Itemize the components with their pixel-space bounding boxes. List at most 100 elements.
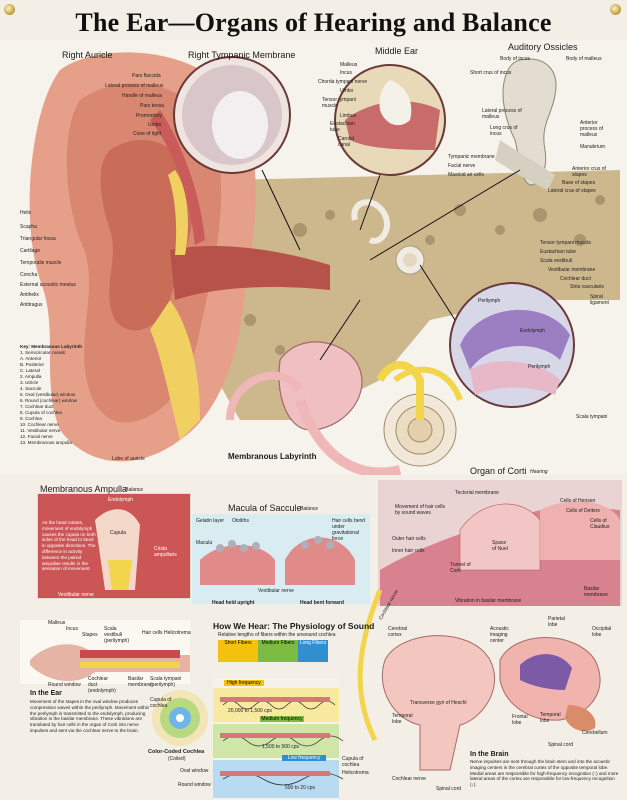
label-stria-vascularis: Stria vascularis [570, 284, 604, 290]
label-balance-2: Balance [300, 506, 319, 512]
heading-macula-of-saccule: Macula of Saccule [228, 503, 302, 513]
band-name: Medium frequency [261, 716, 303, 722]
label-malleus: Malleus [340, 62, 358, 68]
band-low: Low frequency [282, 755, 326, 761]
column-short-fibers: Short Fibers [218, 640, 258, 662]
heading-in-the-ear: In the Ear [30, 690, 62, 697]
column-label: Medium Fibers [261, 640, 295, 646]
label-perilymph-1: Perilymph [478, 298, 501, 304]
label-limbus: Limbus [340, 113, 357, 119]
heading-right-auricle: Right Auricle [62, 50, 113, 60]
label-cells-of-claudius: Cells of Claudius [590, 518, 610, 530]
band-name: Low frequency [287, 755, 321, 761]
label-tympanic-membrane: Tympanic membrane [448, 154, 495, 160]
label-helix: Helix [20, 210, 32, 216]
label-tensor-tympani-muscle: Tensor tympani muscle [540, 240, 592, 246]
label-phys-round-window-2: Round window [178, 782, 211, 788]
label-phys-round-window: Round window [48, 682, 81, 688]
label-phys-cochlear-duct: Cochlear duct (endolymph) [88, 676, 116, 694]
heading-membranous-ampulla: Membranous Ampulla [40, 484, 128, 494]
label-phys-cupula: Cupula of cochlea [150, 697, 172, 709]
label-long-crus-incus: Long crus of incus [490, 125, 518, 137]
label-otoliths: Otoliths [232, 518, 249, 524]
key-item: 5. Oval (vestibular) window [20, 392, 76, 397]
label-spinal-cord-2: Spinal cord [548, 742, 574, 748]
key-item: C. Lateral [20, 368, 40, 373]
label-head-forward: Head bent forward [300, 600, 344, 606]
label-endolymph-ampulla: Endolymph [108, 497, 134, 503]
band-low-range: 500 to 20 cps [285, 785, 316, 791]
key-item: A. Anterior [20, 356, 42, 361]
label-frontal-lobe: Frontal lobe [512, 714, 528, 726]
label-balance: Balance [125, 487, 144, 493]
key-item: 10. Cochlear nerve [20, 422, 59, 427]
key-item: 4. Saccule [20, 386, 42, 391]
label-phys-scala-tympani: Scala tympani (perilymph) [150, 676, 182, 688]
label-phys-helicotrema-2: Helicotrema [342, 770, 369, 776]
column-label: Short Fibers [224, 640, 252, 646]
label-short-crus-incus: Short crus of incus [470, 70, 512, 76]
label-umbo: Umbo [148, 122, 162, 128]
heading-auditory-ossicles: Auditory Ossicles [508, 42, 578, 52]
label-external-acoustic-meatus: External acoustic meatus [20, 282, 76, 288]
label-phys-hair-cells: Hair cells [142, 630, 163, 636]
label-incus: Incus [340, 70, 352, 76]
label-vestibular-membrane: Vestibular membrane [548, 267, 596, 273]
pin-icon [610, 4, 621, 15]
label-scala-vestibuli: Scala vestibuli [540, 258, 572, 264]
poster-title: The Ear—Organs of Hearing and Balance [75, 8, 552, 37]
label-anterior-crus-stapes: Anterior crus of stapes [572, 166, 606, 178]
band-medium: Medium frequency [260, 716, 304, 722]
label-phys-scala-vestibuli: Scala vestibuli (perilymph) [104, 626, 130, 644]
label-base-of-stapes: Base of stapes [562, 180, 596, 186]
in-ear-description: Movement of the stapes in the oval windo… [30, 699, 150, 733]
label-anterior-process-malleus: Anterior process of malleus [580, 120, 604, 138]
label-acoustic-imaging: Acoustic imaging center [490, 626, 509, 644]
label-lateral-crus-stapes: Lateral crus of stapes [548, 188, 596, 194]
label-movement-hair-cells: Movement of hair cells by sound waves [395, 504, 446, 516]
label-vestibular-nerve-macula: Vestibular nerve [258, 588, 294, 594]
label-color-coded-cochlea: Color-Coded Cochlea [148, 749, 205, 755]
label-cupula: Cupula [110, 530, 126, 536]
label-phys-helicotrema: Helicotrema [164, 630, 191, 636]
key-item: 13. Membranous ampulla [20, 440, 72, 445]
label-endolymph: Endolymph [520, 328, 546, 334]
key-item: 3. Utricle [20, 380, 39, 385]
key-item: 11. Vestibular nerve [20, 428, 61, 433]
key-item: 6. Round (cochlear) window [20, 398, 77, 403]
label-phys-basilar: Basilar membrane [128, 676, 152, 688]
label-umbo-2: Umbo [340, 88, 354, 94]
heading-membranous-labyrinth: Membranous Labyrinth [228, 452, 317, 461]
key-item: 8. Cupula of cochlea [20, 410, 62, 415]
label-tectorial-membrane: Tectorial membrane [455, 490, 499, 496]
label-transverse-gyri: Transverse gyri of Heschl [410, 700, 467, 706]
label-phys-oval-window: Oval window [180, 768, 209, 774]
label-hair-cells-bend: Hair cells bend under gravitational forc… [332, 518, 366, 542]
pin-icon [4, 4, 15, 15]
label-parietal-lobe: Parietal lobe [548, 616, 565, 628]
label-head-upright: Head held upright [212, 600, 255, 606]
label-tensor-tympani: Tensor tympani muscle [322, 97, 356, 109]
label-cochlear-duct: Cochlear duct [560, 276, 591, 282]
label-occipital-lobe: Occipital lobe [592, 626, 612, 638]
heading-tympanic-membrane: Right Tympanic Membrane [188, 50, 296, 60]
label-cartilage: Cartilage [20, 248, 41, 254]
label-cells-of-hensen: Cells of Hensen [560, 498, 596, 504]
heading-how-we-hear: How We Hear: The Physiology of Sound [213, 621, 375, 631]
label-lateral-process-malleus-2: Lateral process of malleus [482, 108, 522, 120]
column-label: Long Fibers [299, 640, 327, 646]
label-body-of-incus: Body of incus [500, 56, 531, 62]
label-chorda-tympani: Chorda tympani nerve [318, 79, 368, 85]
label-coiled: (Coiled) [168, 756, 186, 762]
key-item: 2. Ampulla [20, 374, 42, 379]
label-temporal-lobe-1: Temporal lobe [392, 713, 413, 725]
band-medium-range: 1,500 to 500 cps [262, 744, 299, 750]
heading-middle-ear: Middle Ear [375, 46, 419, 56]
label-cerebral-cortex: Cerebral cortex [388, 626, 408, 638]
label-promontory: Promontory [136, 113, 162, 119]
label-inner-hair-cells: Inner hair cells [392, 548, 425, 554]
label-manubrium: Manubrium [580, 144, 606, 150]
label-tunnel-of-corti: Tunnel of Corti [450, 562, 471, 574]
label-antihelix: Antihelix [20, 292, 39, 298]
